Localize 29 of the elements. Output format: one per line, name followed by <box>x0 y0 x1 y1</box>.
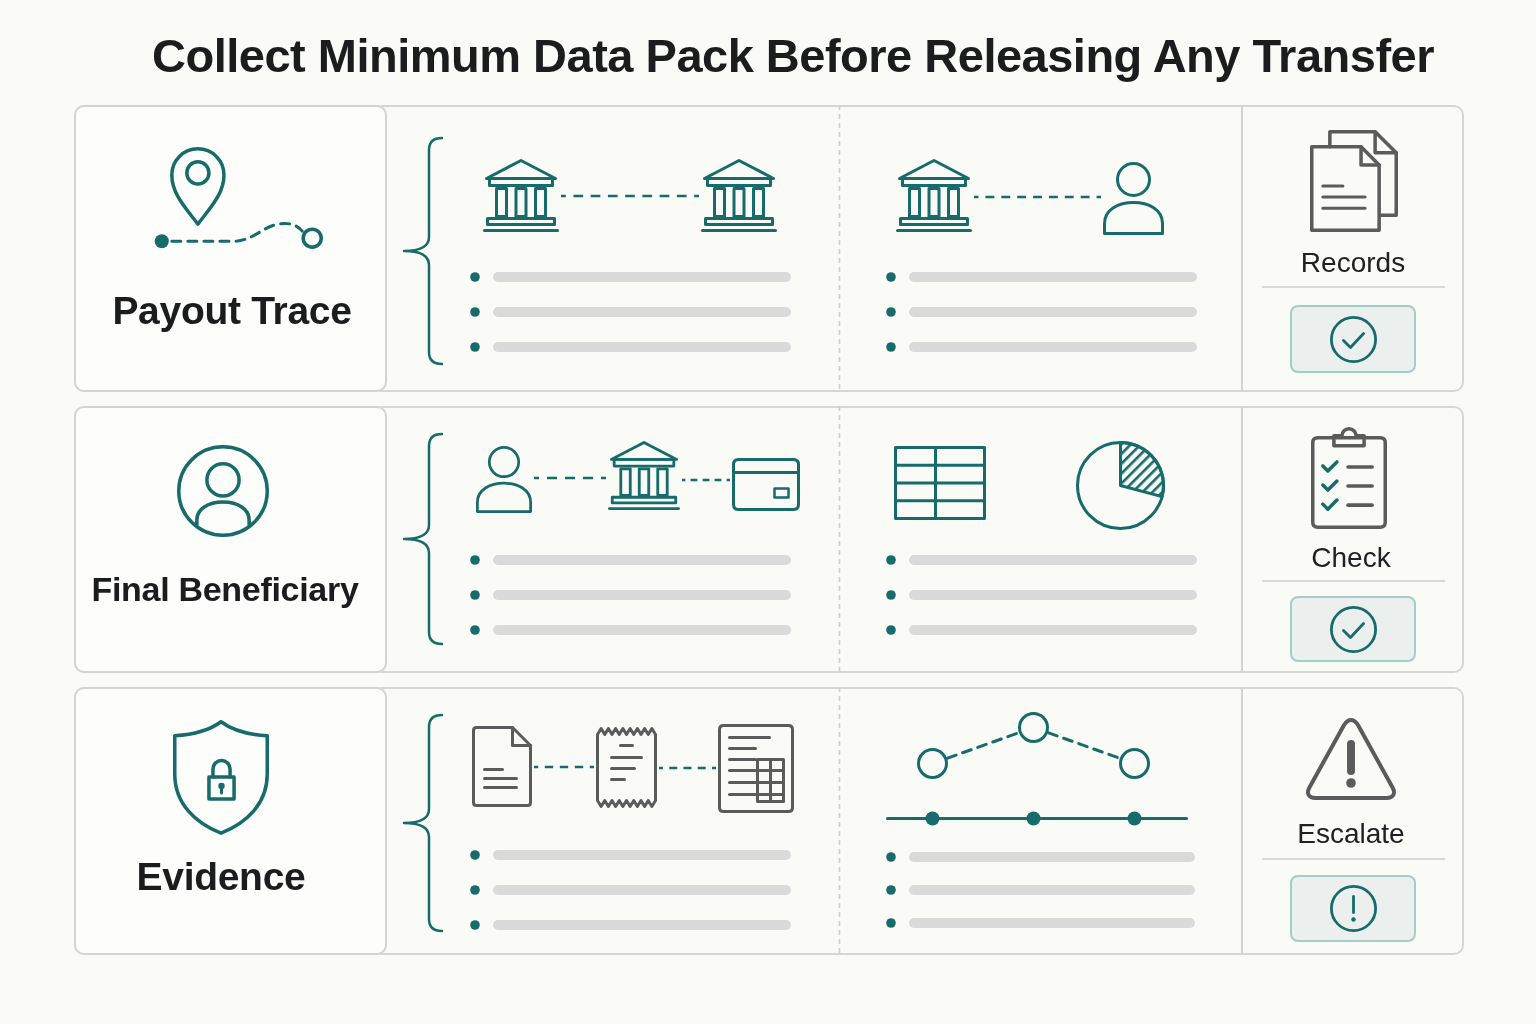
dashed-connector <box>534 476 606 480</box>
row-panel <box>74 406 1464 673</box>
receipt-icon <box>596 727 657 808</box>
card-title: Payout Trace <box>112 289 352 335</box>
person-icon <box>476 446 532 513</box>
dashed-connector <box>659 766 716 770</box>
category-card <box>74 687 387 955</box>
bank-icon <box>483 159 559 232</box>
credit-card-icon <box>732 458 800 511</box>
card-title: Final Beneficiary <box>91 570 359 610</box>
status-label: Records <box>1300 246 1406 279</box>
dashed-connector <box>534 765 594 769</box>
dashed-connector <box>561 194 699 198</box>
category-card <box>74 406 387 673</box>
dashed-connector <box>682 478 730 482</box>
spreadsheet-document-icon <box>718 724 794 813</box>
status-label: Check <box>1311 541 1391 574</box>
bank-icon <box>896 159 972 232</box>
document-icon <box>472 726 532 807</box>
status-label: Escalate <box>1297 817 1405 850</box>
dashed-connector <box>974 195 1101 199</box>
row-panel <box>74 687 1464 955</box>
bank-icon <box>701 159 777 232</box>
card-title: Evidence <box>136 855 306 901</box>
person-icon <box>1103 162 1164 235</box>
diagram-title: Collect Minimum Data Pack Before Releasing Any Transfer <box>152 29 1434 84</box>
bank-icon <box>608 441 680 510</box>
row-panel <box>74 105 1464 392</box>
category-card <box>74 105 387 392</box>
